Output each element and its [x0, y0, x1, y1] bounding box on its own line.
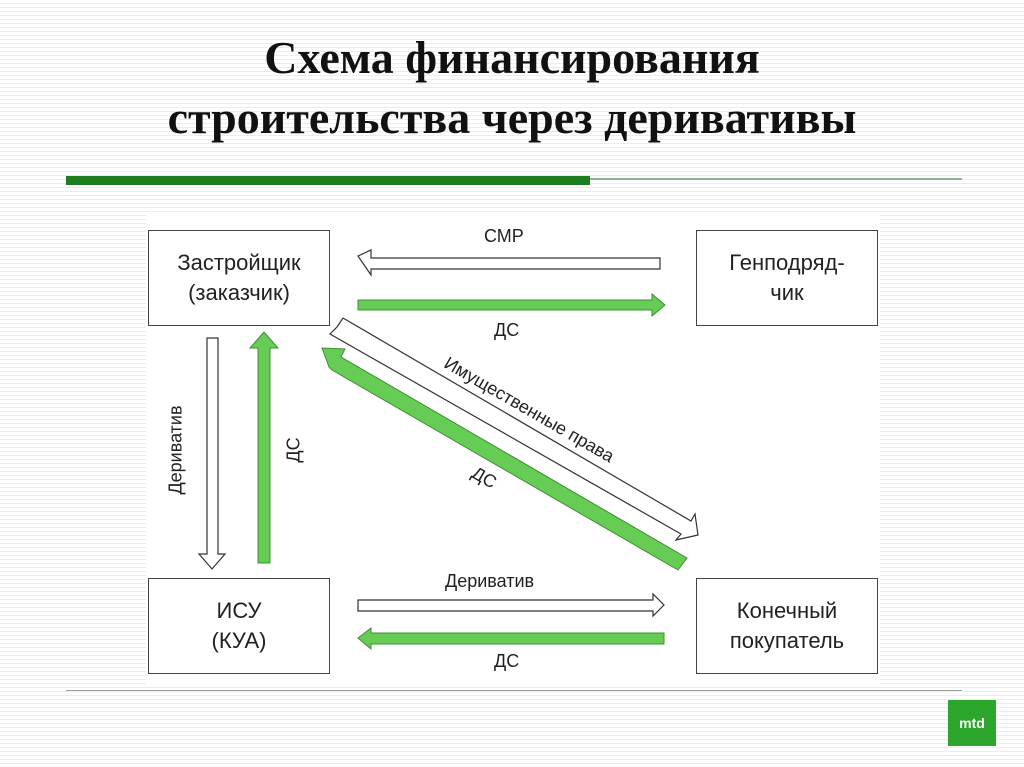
title-underline-thin	[590, 178, 962, 180]
box-contractor-line-1: Генподряд-	[729, 250, 845, 275]
ds-top-arrow	[357, 292, 666, 318]
label-derivative-left: Дериватив	[165, 405, 186, 495]
box-contractor: Генподряд- чик	[696, 230, 878, 326]
box-buyer-line-2: покупатель	[729, 628, 845, 653]
property-rights-arrow	[329, 317, 699, 541]
label-ds-left: ДС	[283, 437, 304, 463]
label-ds-top: ДС	[494, 320, 520, 340]
ds-up-arrow	[248, 331, 280, 564]
diagram-arrows	[197, 249, 699, 651]
box-developer: Застройщик (заказчик)	[148, 230, 330, 326]
slide-title-line-2: строительства через деривативы	[167, 92, 857, 143]
mtd-logo: mtd	[948, 700, 996, 746]
derivative-down-arrow	[197, 337, 227, 570]
label-smr: СМР	[484, 226, 524, 246]
box-isu-line-2: (КУА)	[211, 628, 267, 653]
ds-bottom-arrow	[357, 626, 665, 651]
ds-diagonal-arrow	[321, 347, 688, 571]
box-contractor-line-2: чик	[770, 280, 804, 305]
box-developer-line-2: (заказчик)	[188, 280, 290, 305]
financing-diagram: Застройщик (заказчик) Генподряд- чик ИСУ…	[146, 214, 880, 684]
footer-divider	[66, 690, 962, 691]
smr-arrow	[357, 249, 661, 277]
slide-title: Схема финансирования строительства через…	[0, 28, 1024, 148]
box-isu-line-1: ИСУ	[216, 598, 262, 623]
title-underline-thick	[66, 176, 590, 185]
box-developer-line-1: Застройщик	[177, 250, 301, 275]
label-ds-bottom: ДС	[494, 651, 520, 671]
derivative-right-arrow	[357, 592, 665, 618]
box-isu: ИСУ (КУА)	[148, 578, 330, 674]
box-buyer-line-1: Конечный	[736, 598, 838, 623]
slide-title-line-1: Схема финансирования	[264, 32, 760, 83]
box-buyer: Конечный покупатель	[696, 578, 878, 674]
label-derivative-bottom: Дериватив	[445, 571, 535, 591]
